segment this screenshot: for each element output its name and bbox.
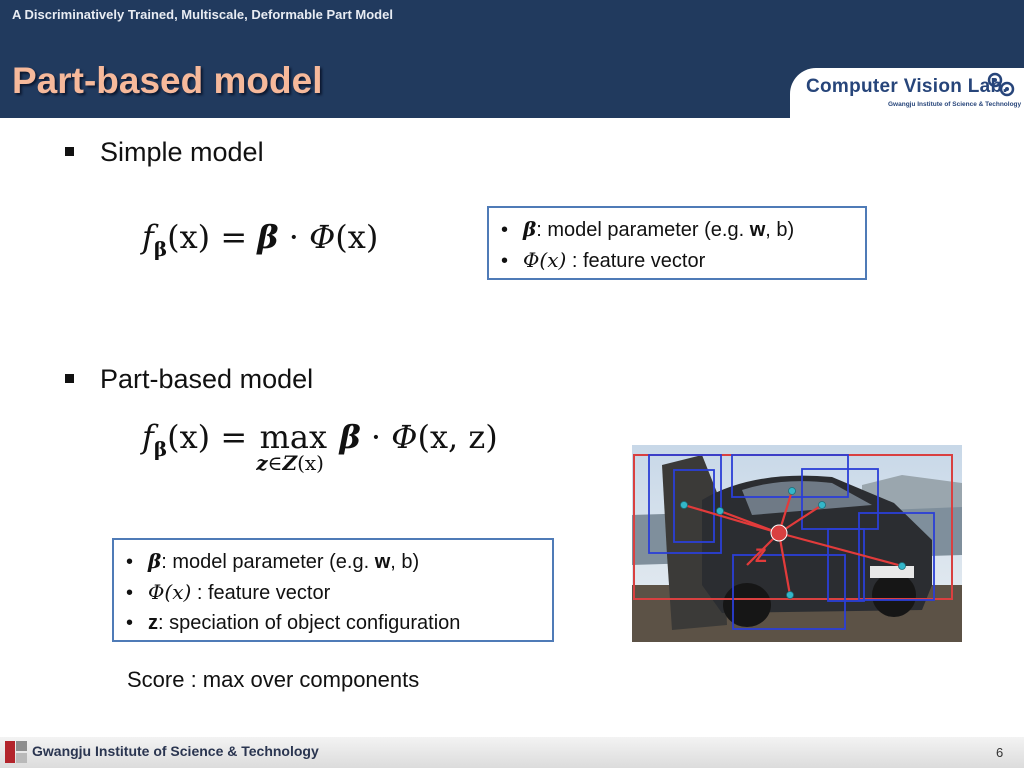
car-detection-figure: Z <box>632 445 962 642</box>
slide-footer: Gwangju Institute of Science & Technolog… <box>0 737 1024 768</box>
definition-box-part: •β: model parameter (e.g. w, b) •Φ(x) : … <box>112 538 554 642</box>
slide-title: Part-based model <box>12 60 323 101</box>
definition-item: •β: model parameter (e.g. w, b) <box>126 549 420 573</box>
definition-item: •z: speciation of object configuration <box>126 612 461 634</box>
bullet-marker <box>65 374 74 383</box>
bullet-marker <box>65 147 74 156</box>
definition-item: •β: model parameter (e.g. w, b) <box>501 217 795 241</box>
gist-logo <box>5 741 27 763</box>
lab-logo-icon <box>987 72 1015 97</box>
definition-item: •Φ(x) : feature vector <box>126 580 331 604</box>
lab-logo-institute: Gwangju Institute of Science & Technolog… <box>888 101 1022 108</box>
z-label: Z <box>755 546 767 567</box>
score-note: Score : max over components <box>127 667 420 692</box>
definition-item: •Φ(x) : feature vector <box>501 248 706 272</box>
section-heading-part: Part-based model <box>100 364 314 394</box>
lab-logo-name: Computer Vision Lab. <box>806 76 1009 97</box>
definition-box-simple: •β: model parameter (e.g. w, b) •Φ(x) : … <box>487 206 867 280</box>
footer-institute: Gwangju Institute of Science & Technolog… <box>32 743 319 759</box>
slide-subtitle: A Discriminatively Trained, Multiscale, … <box>12 7 393 22</box>
slide-header: A Discriminatively Trained, Multiscale, … <box>0 0 1024 118</box>
section-heading-simple: Simple model <box>100 137 264 167</box>
page-number: 6 <box>996 745 1004 760</box>
lab-logo: Computer Vision Lab. Gwangju Institute o… <box>790 68 1024 118</box>
formula-simple: fβ(x) = β · Φ(x) <box>142 218 379 261</box>
